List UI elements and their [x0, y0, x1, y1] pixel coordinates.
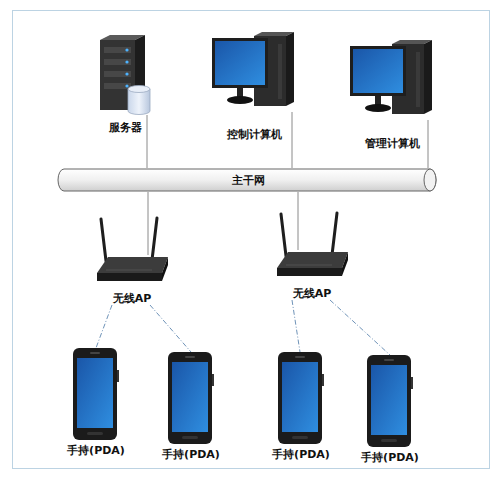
pda-illustration	[278, 352, 324, 444]
pda-illustration	[73, 348, 119, 440]
pc-symbol	[350, 40, 432, 114]
ap-illustration	[272, 210, 352, 285]
pc-illustration	[212, 32, 297, 112]
pc-illustration	[350, 40, 435, 120]
device-label: 服务器	[109, 121, 142, 134]
pda-symbol	[168, 352, 214, 444]
device-label: 无线AP	[113, 292, 152, 305]
wired-link	[292, 112, 293, 168]
pda-device: 手持(PDA)	[73, 348, 119, 440]
pda-illustration	[168, 352, 214, 444]
pda-device: 手持(PDA)	[168, 352, 214, 444]
device-label: 管理计算机	[365, 137, 420, 150]
computer-icon: 控制计算机	[212, 32, 297, 112]
pda-device: 手持(PDA)	[278, 352, 324, 444]
device-label: 手持(PDA)	[162, 448, 220, 461]
wired-link	[428, 120, 429, 168]
wired-link	[148, 192, 149, 255]
device-label: 手持(PDA)	[361, 451, 419, 464]
wireless-link	[96, 305, 112, 348]
pda-illustration	[367, 355, 413, 447]
pda-device: 手持(PDA)	[367, 355, 413, 447]
ap-symbol	[277, 213, 348, 276]
pda-symbol	[278, 352, 324, 444]
server-illustration	[95, 35, 155, 115]
band-label: 主干网	[58, 168, 438, 192]
pda-symbol	[73, 348, 119, 440]
wireless-link	[330, 300, 390, 355]
wireless-link	[292, 300, 300, 352]
device-label: 无线AP	[293, 287, 332, 300]
wireless-ap: 无线AP	[92, 255, 172, 305]
device-label: 手持(PDA)	[67, 444, 125, 457]
wireless-link	[150, 305, 191, 352]
server-icon: 服务器	[95, 35, 155, 115]
server-symbol	[100, 35, 150, 115]
wired-link	[147, 115, 148, 168]
device-label: 手持(PDA)	[272, 448, 330, 461]
computer-icon: 管理计算机	[350, 40, 435, 120]
pc-symbol	[212, 32, 294, 106]
wireless-ap: 无线AP	[272, 250, 352, 300]
ap-illustration	[92, 215, 172, 290]
wired-link	[298, 192, 299, 250]
backbone-band: 主干网	[58, 168, 438, 192]
ap-symbol	[97, 218, 168, 281]
frame-border	[13, 11, 490, 469]
device-label: 控制计算机	[227, 128, 282, 141]
pda-symbol	[367, 355, 413, 447]
